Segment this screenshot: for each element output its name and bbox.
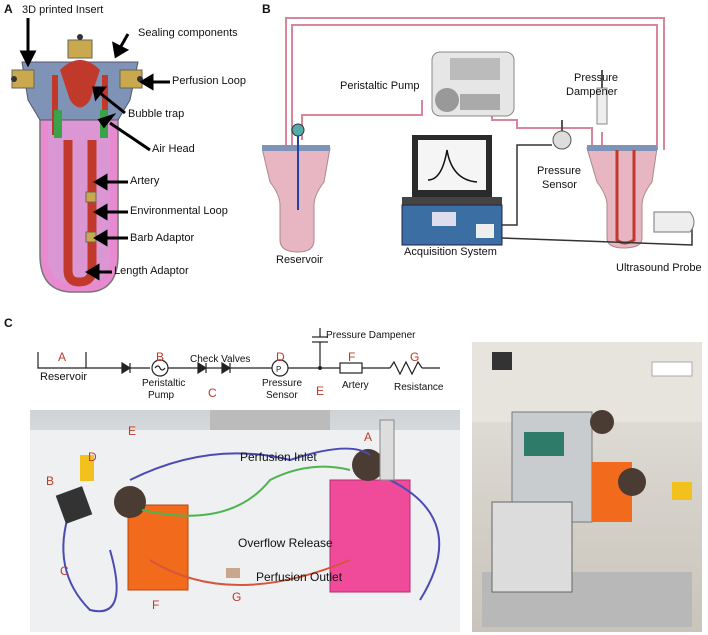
label-ultrasound-probe: Ultrasound Probe bbox=[616, 262, 702, 274]
label-sealing: Sealing components bbox=[138, 27, 238, 39]
schem-reservoir: Reservoir bbox=[40, 371, 88, 383]
label-air-head: Air Head bbox=[152, 143, 195, 155]
label-acquisition-system: Acquisition System bbox=[404, 246, 497, 258]
schem-resistance: Resistance bbox=[394, 382, 444, 393]
schem-pump-1: Peristaltic bbox=[142, 378, 186, 389]
label-bubble-trap: Bubble trap bbox=[128, 108, 185, 120]
schem-label-g: G bbox=[410, 350, 420, 364]
label-pressure-sensor-1: Pressure bbox=[537, 165, 582, 177]
photo-label-f: F bbox=[152, 598, 160, 612]
label-pressure-dampener-2: Dampener bbox=[566, 86, 618, 98]
schem-sensor-2: Sensor bbox=[266, 390, 298, 401]
schem-sensor-1: Pressure bbox=[262, 378, 303, 389]
schem-pump-2: Pump bbox=[148, 390, 175, 401]
photo-perfusion-inlet: Perfusion Inlet bbox=[240, 450, 317, 464]
circuit-schematic: P bbox=[37, 328, 440, 377]
panel-a-letter: A bbox=[4, 2, 13, 16]
photo-perfusion-outlet: Perfusion Outlet bbox=[256, 570, 343, 584]
lab-photo bbox=[472, 342, 702, 632]
schem-label-b: B bbox=[156, 350, 165, 364]
schem-label-f: F bbox=[348, 350, 356, 364]
photo-label-g: G bbox=[232, 590, 242, 604]
schem-label-a: A bbox=[58, 350, 67, 364]
photo-label-d: D bbox=[88, 450, 97, 464]
bench-photo-drawing bbox=[30, 410, 460, 632]
bench-photo bbox=[30, 410, 460, 632]
label-length-adaptor: Length Adaptor bbox=[114, 265, 189, 277]
schem-sensor-p: P bbox=[276, 365, 281, 374]
label-peristaltic-pump: Peristaltic Pump bbox=[340, 80, 420, 92]
label-pressure-sensor-2: Sensor bbox=[542, 179, 577, 191]
photo-label-a: A bbox=[364, 430, 373, 444]
lab-photo-drawing bbox=[472, 342, 702, 627]
chamber-diagram bbox=[11, 18, 170, 293]
photo-label-b: B bbox=[46, 474, 55, 488]
label-perfusion-loop: Perfusion Loop bbox=[172, 75, 246, 87]
setup-diagram bbox=[262, 17, 695, 253]
schem-check-valves: Check Valves bbox=[190, 354, 251, 365]
schem-dampener: Pressure Dampener bbox=[326, 330, 416, 341]
panel-b-letter: B bbox=[262, 2, 271, 16]
label-environmental-loop: Environmental Loop bbox=[130, 205, 228, 217]
label-reservoir: Reservoir bbox=[276, 254, 324, 266]
panel-c-letter: C bbox=[4, 316, 13, 330]
label-artery: Artery bbox=[130, 175, 160, 187]
photo-overflow-release: Overflow Release bbox=[238, 536, 333, 550]
schem-artery: Artery bbox=[342, 380, 369, 391]
label-3d-insert: 3D printed Insert bbox=[22, 4, 104, 16]
schem-label-d: D bbox=[276, 350, 285, 364]
label-barb-adaptor: Barb Adaptor bbox=[130, 232, 195, 244]
photo-label-c: C bbox=[60, 564, 69, 578]
schem-label-c: C bbox=[208, 386, 217, 400]
schem-label-e: E bbox=[316, 384, 325, 398]
label-pressure-dampener-1: Pressure bbox=[574, 72, 619, 84]
photo-label-e: E bbox=[128, 424, 137, 438]
